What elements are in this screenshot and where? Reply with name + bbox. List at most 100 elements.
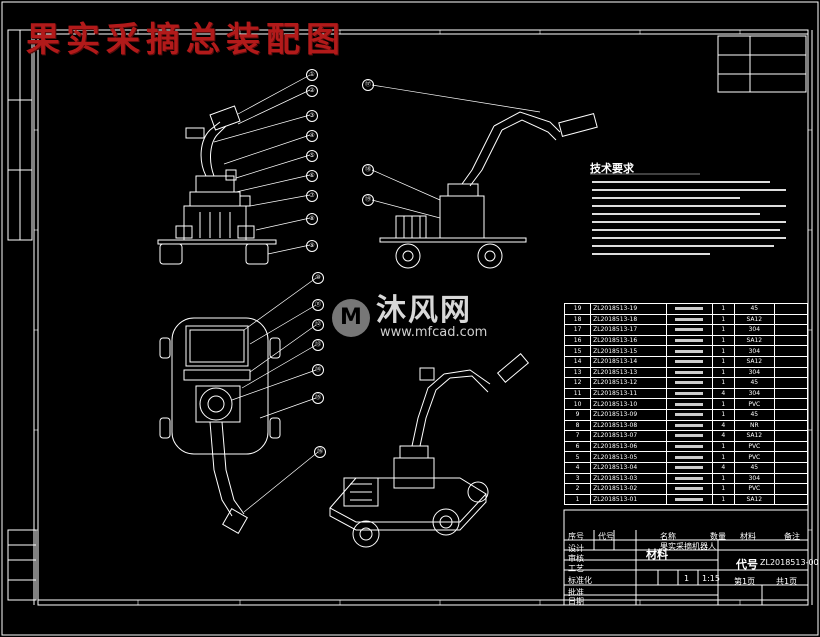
bom-row-name — [665, 387, 713, 400]
bom-row-note — [773, 355, 809, 368]
bom-row-material: PVC — [733, 440, 775, 453]
bom-name-placeholder — [675, 402, 704, 406]
bom-row-quantity: 1 — [711, 366, 735, 379]
bom-row-number: 1 — [563, 493, 592, 506]
bom-row-number: 3 — [563, 472, 592, 485]
bom-row-quantity: 1 — [711, 398, 735, 410]
bom-row-material: 304 — [733, 387, 775, 400]
bom-row-material: PVC — [733, 483, 775, 495]
tb-header-name: 名称 — [660, 532, 676, 541]
bom-row-name — [665, 419, 713, 432]
bom-row-code: ZL2018513-11 — [590, 387, 667, 400]
bom-name-placeholder — [675, 497, 704, 501]
bom-row-quantity: 1 — [711, 377, 735, 389]
bom-row-name — [665, 334, 713, 347]
bom-row-name — [665, 472, 713, 485]
top-right-stamp-box — [717, 35, 807, 93]
callout-18: ⑱ — [362, 164, 374, 176]
bom-row-code: ZL2018513-03 — [590, 472, 667, 485]
bom-row-material: 304 — [733, 366, 775, 379]
callout-1: ① — [306, 69, 318, 81]
front-view — [157, 105, 277, 265]
bom-row-material: 304 — [733, 345, 775, 357]
watermark-name: 沐风网 — [376, 293, 472, 328]
bom-name-placeholder — [675, 434, 704, 438]
bom-row-note — [773, 398, 809, 410]
bom-row-code: ZL2018513-04 — [590, 461, 667, 474]
bom-row-note — [773, 440, 809, 453]
tech-text-lines — [592, 181, 786, 255]
bom-row-material: PVC — [733, 451, 775, 463]
callout-8: ⑧ — [306, 213, 318, 225]
callout-15: ⑮ — [312, 392, 324, 404]
bom-row-code: ZL2018513-07 — [590, 430, 667, 442]
bom-row-quantity: 1 — [711, 334, 735, 347]
bom-row-quantity: 1 — [711, 440, 735, 453]
bom-row-note — [773, 419, 809, 432]
bom-row-code: ZL2018513-05 — [590, 451, 667, 463]
bom-row-code: ZL2018513-18 — [590, 313, 667, 326]
bom-row-name — [665, 451, 713, 463]
bom-name-placeholder — [675, 328, 704, 332]
bom-row-number: 18 — [563, 313, 592, 326]
callout-17: ⑰ — [362, 79, 374, 91]
bom-row-material: SA12 — [733, 355, 775, 368]
bom-row-number: 4 — [563, 461, 592, 474]
approve-label: 批准 — [568, 588, 584, 597]
bom-row-note — [773, 430, 809, 442]
callout-16: ⑯ — [314, 446, 326, 458]
standard-label: 标准化 — [568, 576, 592, 585]
side-view — [379, 111, 598, 269]
bom-row-code: ZL2018513-10 — [590, 398, 667, 410]
bom-name-placeholder — [675, 339, 704, 343]
bom-row-code: ZL2018513-02 — [590, 483, 667, 495]
bom-row-number: 9 — [563, 408, 592, 421]
bom-row-name — [665, 377, 713, 389]
bom-name-placeholder — [675, 307, 704, 311]
bom-row-code: ZL2018513-06 — [590, 440, 667, 453]
bom-name-placeholder — [675, 360, 704, 364]
bom-row-note — [773, 345, 809, 357]
bom-row-number: 7 — [563, 430, 592, 442]
bom-row-quantity: 4 — [711, 430, 735, 442]
bom-row-number: 6 — [563, 440, 592, 453]
process-label: 工艺 — [568, 564, 584, 573]
bom-row-material: 304 — [733, 324, 775, 336]
bom-row-code: ZL2018513-16 — [590, 334, 667, 347]
callout-6: ⑥ — [306, 170, 318, 182]
callout-12: ⑫ — [312, 319, 324, 331]
bom-name-placeholder — [675, 381, 704, 385]
sheets-total: 共1页 — [776, 577, 798, 586]
bom-row-material: SA12 — [733, 430, 775, 442]
drawing-border — [37, 29, 809, 606]
bom-row-name — [665, 345, 713, 357]
callout-11: ⑪ — [312, 299, 324, 311]
callout-14: ⑭ — [312, 364, 324, 376]
bom-name-placeholder — [675, 413, 704, 417]
bom-row-number: 12 — [563, 377, 592, 389]
bom-row-note — [773, 461, 809, 474]
bom-row-note — [773, 313, 809, 326]
bom-row-quantity: 4 — [711, 387, 735, 400]
bom-name-placeholder — [675, 445, 704, 449]
technical-requirements: 技术要求 — [590, 163, 790, 260]
bom-row-material: 45 — [733, 408, 775, 421]
bom-row-note — [773, 451, 809, 463]
sheet-number: 第1页 — [734, 577, 756, 586]
bom-row-number: 14 — [563, 355, 592, 368]
tb-header-material: 材料 — [740, 532, 756, 541]
bom-row-quantity: 1 — [711, 324, 735, 336]
bom-row-quantity: 4 — [711, 461, 735, 474]
